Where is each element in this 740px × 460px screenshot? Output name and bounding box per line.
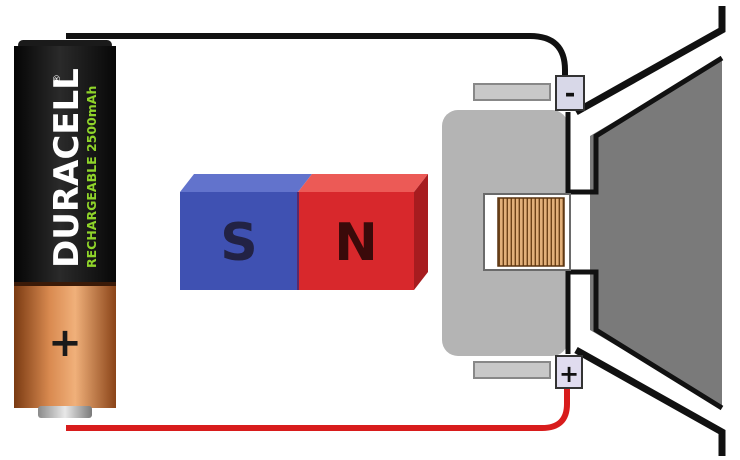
north-pole-top [298,174,428,192]
battery-body [14,46,116,286]
frame-bottom-plate [473,361,551,379]
speaker-cone-outline-lower [565,269,724,411]
voice-coil [497,197,565,267]
speaker-cone [590,58,722,408]
battery: DURACELL ® RECHARGEABLE 2500mAh + [14,40,116,418]
north-pole [298,192,414,290]
north-pole-side [414,174,428,290]
south-pole-label: S [220,213,257,273]
battery-copper-cap [14,284,116,408]
battery-plus-sign: + [48,320,82,366]
negative-terminal-box [555,75,585,111]
south-pole-top [180,174,312,192]
negative-wire [66,33,568,88]
speaker-basket-top [574,6,726,116]
south-pole [180,192,298,290]
battery-brand: DURACELL [47,68,87,268]
battery-registered-mark: ® [52,74,63,84]
speaker: - + [442,6,726,456]
north-pole-label: N [334,213,378,273]
battery-subtitle: RECHARGEABLE 2500mAh [84,86,99,268]
speaker-basket-bottom [574,346,726,456]
frame-top-plate [473,83,551,101]
positive-terminal-box [555,355,583,389]
positive-wire [66,388,570,431]
negative-terminal-label: - [565,79,576,109]
bar-magnet: S N [180,174,428,290]
speaker-cone-outline [565,55,724,195]
battery-tip [38,406,92,418]
positive-terminal-label: + [559,360,579,388]
battery-band [14,282,116,286]
